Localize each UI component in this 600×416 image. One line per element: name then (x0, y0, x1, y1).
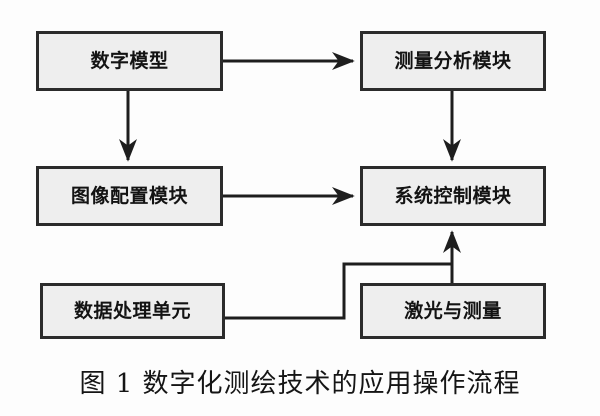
node-data-process-label: 数据处理单元 (73, 299, 191, 322)
node-laser-measure[interactable]: 激光与测量 (360, 283, 546, 339)
figure-caption: 图 1 数字化测绘技术的应用操作流程 (79, 369, 521, 399)
node-data-process[interactable]: 数据处理单元 (40, 283, 225, 339)
connector-layer (119, 51, 462, 320)
node-laser-measure-label: 激光与测量 (404, 299, 502, 322)
node-image-config[interactable]: 图像配置模块 (36, 166, 223, 226)
edge-data-process-to-system-control (225, 262, 452, 320)
node-system-control-label: 系统控制模块 (394, 184, 512, 207)
flowchart-diagram: 数字模型 测量分析模块 图像配置模块 系统控制模块 数据处理单元 激光与测量 (36, 31, 546, 339)
node-digital-model[interactable]: 数字模型 (36, 31, 223, 91)
node-system-control[interactable]: 系统控制模块 (360, 166, 546, 226)
node-digital-model-label: 数字模型 (90, 49, 169, 72)
node-measure-analysis[interactable]: 测量分析模块 (360, 31, 546, 91)
node-measure-analysis-label: 测量分析模块 (394, 49, 512, 72)
node-image-config-label: 图像配置模块 (70, 184, 188, 207)
